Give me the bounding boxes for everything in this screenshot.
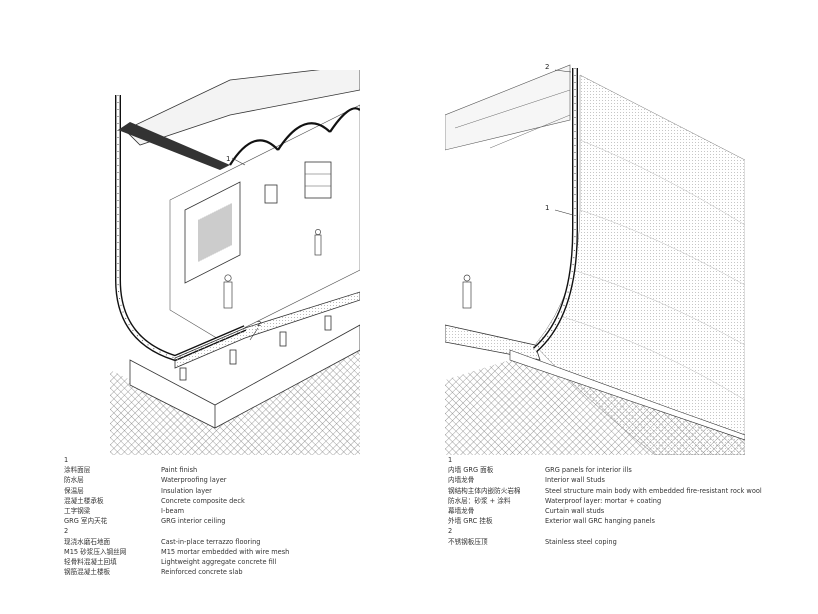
lower-plinth — [509, 349, 745, 441]
legend-group-number: 1 — [64, 456, 69, 464]
left-callout-2: 2 — [257, 320, 261, 328]
back-wall — [169, 104, 360, 341]
right-section-drawing: 2 1 — [445, 63, 745, 455]
left-callout-1: 1 — [226, 155, 230, 163]
wall-frame — [264, 184, 278, 204]
floor-slab — [445, 324, 541, 361]
right-callout-1: 1 — [545, 204, 549, 212]
legend-group-number: 2 — [448, 527, 453, 536]
curved-wall-section — [532, 68, 578, 353]
wall-shelf — [304, 161, 332, 199]
floor-slab-band — [174, 291, 360, 369]
legend-group-number: 2 — [64, 527, 69, 536]
floor-beams — [179, 315, 332, 381]
vaulted-roof — [229, 107, 360, 166]
ceiling-beams — [445, 64, 571, 151]
roof-section-band — [118, 122, 230, 170]
surface-panel-lines — [556, 139, 745, 401]
roof-slab — [124, 70, 360, 146]
left-section-drawing: 1 2 — [110, 70, 360, 455]
curved-wall-section — [115, 95, 247, 362]
human-figures — [223, 229, 322, 309]
human-figure — [462, 274, 472, 309]
ground-hatch — [110, 345, 360, 455]
right-callout-2: 2 — [545, 63, 549, 71]
legend-group-number: 1 — [448, 456, 453, 464]
